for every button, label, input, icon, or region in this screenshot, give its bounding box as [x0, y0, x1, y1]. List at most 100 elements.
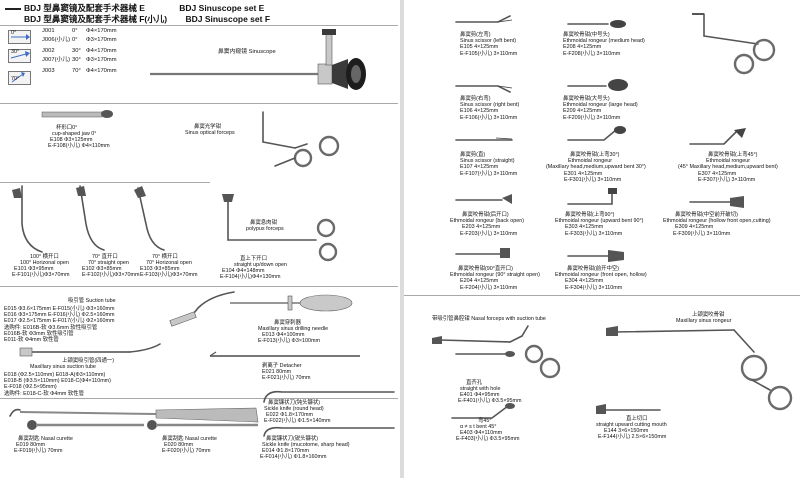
nasal-forceps-illustration — [432, 325, 561, 379]
curette-1-spec-1: E101 Φ3×95mm — [14, 266, 54, 272]
sinuscope-label: 鼻窦内窥镜 Sinuscope — [218, 49, 276, 55]
sickle-1-cn: 鼻窦镰状刀(钝头镰状) — [268, 400, 321, 406]
cutting-en: straight upward cutting mouth — [596, 422, 667, 428]
bent-45-tip-illustration — [451, 403, 515, 419]
item-r8: 鼻窦咬骨钳(后开口)Ethmoidal rongeur (back open)E… — [450, 212, 525, 237]
item-r7: 鼻窦咬骨钳(上弯45°)Ethmoidal rongeur(45° Maxill… — [678, 152, 778, 183]
optical-forceps-illustration — [262, 111, 340, 168]
rongeur-90-straight-tip-illustration — [455, 248, 510, 258]
curette-1-en: 100° Horizonal open — [20, 260, 69, 266]
curette-3-spec-2: E-F103(小儿)Φ3×70mm — [140, 272, 198, 278]
polypus-en: polypus forceps — [246, 226, 284, 232]
sickle-1-spec-2: E-F022(小儿) Φ1.5×140mm — [264, 418, 331, 424]
item-r11: 鼻窦咬骨钳(90°直开口)Ethmoidal rongeur (90° stra… — [450, 266, 540, 291]
polypus-sub-en: straight up/down open — [234, 262, 288, 268]
curette-1-cn: 100° 横开口 — [30, 254, 59, 260]
curette-3-en: 70° Horizonal open — [146, 260, 192, 266]
curette-3-cn: 70° 横开口 — [152, 254, 178, 260]
polypus-spec-2: E-F104(小儿)Φ4×130mm — [220, 274, 281, 280]
max-rongeur-cn: 上颌窦咬骨钳 — [692, 312, 725, 318]
nasal-curette-2-spec-2: E-F020(小儿) 70mm — [162, 448, 211, 454]
nasal-curette-1-cn: 鼻窦刮匙 Nasal curette — [18, 436, 73, 442]
detacher-cn: 剥离子 Detacher — [262, 363, 302, 369]
curette-2-spec-2: E-F102(小儿)Φ3×70mm — [82, 272, 140, 278]
nasal-curette-1-handle — [27, 420, 144, 430]
curettes-illustration — [12, 185, 165, 253]
straight-hole-cn: 直齐孔 — [466, 380, 483, 386]
cup-jaw-spec-1: E108 Φ3×125mm — [50, 137, 93, 143]
max-tube-spec-1: E018 (Φ2.5×110mm) E018-A(Φ3×110mm) — [4, 372, 106, 378]
item-r5: 鼻窦剪(直)Sinus scissor (straight)E107 4×125… — [460, 152, 518, 177]
angle-icon-70: 70° — [8, 71, 31, 85]
suction-tube-illustration — [169, 291, 235, 327]
sickle-2-spec-1: E014 Φ1.8×170mm — [262, 448, 310, 454]
max-tube-cn: 上颌窦吸引管(四通一) — [62, 358, 115, 364]
suction-row: E016 Φ3×175mm E-F016(小儿) Φ2.5×160mm — [4, 312, 115, 319]
title-cn-e: BDJ 型鼻窦镜及配套手术器械 E — [24, 3, 145, 13]
cutting-spec-1: E144 3×6×150mm — [604, 428, 649, 434]
drill-spec-1: E013 Φ4×100mm — [262, 332, 305, 338]
scissor-straight-tip-illustration — [455, 137, 513, 141]
max-rongeur-en: Maxillary sinus rongeur — [676, 318, 732, 324]
sickle-2-cn: 鼻窦镰状刀(锐头镰状) — [266, 436, 319, 442]
cutting-cn: 直上切口 — [626, 416, 648, 422]
curette-2-spec-1: E102 Φ3×85mm — [82, 266, 122, 272]
suction-row: E017 Φ2.5×175mm E-F017(小儿) Φ2×160mm — [4, 318, 115, 325]
rongeur-large-tip-illustration — [567, 79, 628, 91]
sickle-knife-1-illustration — [263, 390, 395, 403]
max-tube-en: Maxillary sinus suction tube — [30, 364, 96, 370]
curette-2-cn: 70° 直开口 — [92, 254, 118, 260]
suction-title: 吸引管 Suction tube — [68, 298, 116, 304]
rongeur-90-up-tip-illustration — [567, 188, 617, 205]
optical-forceps-en: Sinus optical forceps — [185, 130, 235, 136]
straight-hole-tip-illustration — [455, 351, 515, 357]
cup-jaw-en: cup-shaped jaw 0° — [52, 131, 97, 137]
nasal-curette-2-spec-1: E020 80mm — [164, 442, 194, 448]
sinuscope-illustration — [150, 29, 366, 90]
drilling-needle-illustration — [230, 294, 353, 312]
straight-hole-en: straight with hole — [460, 386, 501, 392]
polypus-cn: 鼻窦息肉钳 — [250, 220, 277, 226]
sickle-2-en: Sickle knife (mucotome, sharp head) — [262, 442, 350, 448]
header-set-e: BDJ 型鼻窦镜及配套手术器械 E BDJ Sinuscope set E — [5, 3, 264, 13]
suction-option: E016B-软 Φ3mm 软性吸引管 — [4, 330, 74, 337]
max-tube-spec-3: E-F018 (Φ2.5×95mm) — [4, 384, 57, 390]
rongeur-30-tip-illustration — [567, 126, 626, 141]
angle-icon-30: 30° — [8, 49, 31, 63]
drill-cn: 鼻窦穿刺器 — [274, 320, 301, 326]
cutting-spec-2: E-F144(小儿) 2.5×6×150mm — [598, 434, 667, 440]
title-en-f: BDJ Sinuscope set F — [185, 14, 271, 24]
nasal-forceps-title: 带吸引管鼻腔钳 Nasal forceps with suction tube — [432, 316, 546, 322]
polypus-sub-cn: 直上下开口 — [240, 256, 267, 262]
scissor-left-tip-illustration — [455, 15, 513, 23]
rongeur-45-tip-illustration — [689, 128, 746, 145]
optical-forceps-cn: 鼻窦光学钳 — [194, 124, 221, 130]
max-tube-option: 选购件: E018-C-软 Φ4mm 软性管 — [4, 391, 85, 397]
item-r12: 鼻窦咬骨钳(前开中空)Ethmoidal rongeur (front open… — [555, 266, 647, 291]
curette-1-spec-2: E-F101(小儿)Φ3×70mm — [12, 272, 70, 278]
nasal-curette-2-cn: 鼻窦刮匙 Nasal curette — [162, 436, 217, 442]
maxillary-tube-illustration — [19, 343, 161, 357]
item-r2: 鼻窦咬骨钳(中号头)Ethmoidal rongeur (medium head… — [563, 32, 645, 57]
straight-hole-spec-1: E401 Φ4×95mm — [460, 392, 500, 398]
sickle-2-spec-2: E-F014(小儿) Φ1.8×160mm — [260, 454, 327, 460]
nasal-curette-2-illustration — [147, 420, 258, 430]
nasal-curette-1-spec-1: E019 80mm — [16, 442, 46, 448]
scissor-right-tip-illustration — [455, 85, 513, 93]
bent-45-spec-2: E-F403(小儿) Φ3.5×95mm — [456, 436, 520, 442]
max-rongeur-illustration — [606, 326, 793, 411]
item-r4: 鼻窦咬骨钳(大号头)Ethmoidal rongeur (large head)… — [563, 96, 638, 121]
item-r1: 鼻窦剪(左弯)Sinus scissor (left bent)E105 4×1… — [460, 32, 518, 57]
detacher-illustration — [209, 351, 360, 357]
curette-3-spec-1: E103 Φ3×85mm — [140, 266, 180, 272]
title-cn-f: BDJ 型鼻窦镜及配套手术器械 F(小儿) — [24, 14, 168, 24]
polypus-spec-1: E104 Φ4×148mm — [222, 268, 265, 274]
page-separator — [400, 0, 404, 478]
item-r3: 鼻窦剪(右弯)Sinus scissor (right bent)E106 4×… — [460, 96, 520, 121]
drill-spec-2: E-F013(小儿) Φ3×100mm — [258, 338, 320, 344]
max-tube-spec-2: E018-B (Φ3.5×110mm) E018-C(Φ4×110mm) — [4, 378, 111, 384]
sickle-knife-2-illustration — [263, 426, 395, 437]
suction-row: E015 Φ3.6×175mm E-F015(小儿) Φ3×160mm — [4, 306, 115, 312]
bent-45-cn: 弯45° — [478, 418, 492, 424]
